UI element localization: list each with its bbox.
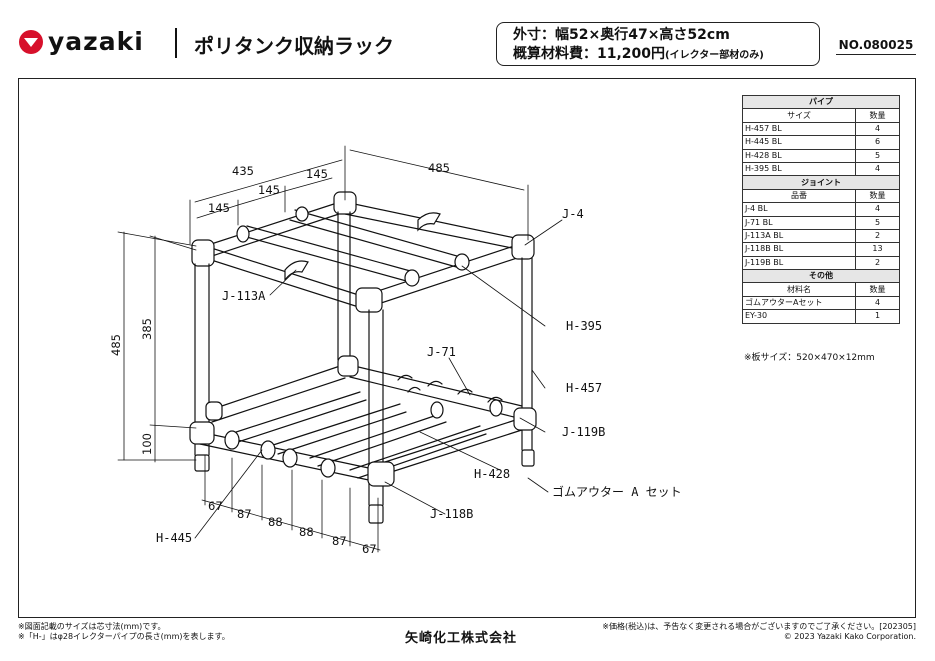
footer-notes: ※図面記載のサイズは芯寸法(mm)です。 ※「H-」はφ28イレクターパイプの長… (18, 622, 230, 642)
dim-485-top: 485 (428, 161, 450, 175)
spec-cost-line: 概算材料費：11,200円(イレクター部材のみ) (513, 45, 819, 65)
label-j71: J-71 (427, 345, 456, 359)
dim-bottom-6: 67 (362, 542, 377, 556)
label-h428: H-428 (474, 467, 510, 481)
footer-note-1: ※図面記載のサイズは芯寸法(mm)です。 (18, 622, 166, 631)
brand-name: yazaki (48, 27, 144, 56)
section-header-other: その他 (742, 269, 900, 284)
header-divider (175, 28, 177, 58)
page-title: ポリタンク収納ラック (194, 34, 394, 58)
section-header-pipe: パイプ (742, 94, 900, 110)
company-name: 矢崎化工株式会社 (405, 631, 518, 646)
dim-145-c: 145 (306, 167, 328, 181)
label-j119b: J-119B (562, 425, 605, 439)
label-h395: H-395 (566, 319, 602, 333)
dim-height-485: 485 (109, 334, 123, 356)
drawing-frame (18, 78, 916, 618)
dim-435: 435 (232, 164, 254, 178)
yazaki-logo-icon (19, 29, 43, 54)
spec-cost: 概算材料費：11,200円 (513, 46, 666, 62)
spec-box: 外寸：幅52×奥行47×高さ52cm 概算材料費：11,200円(イレクター部材… (496, 22, 820, 66)
dim-bottom-5: 87 (332, 534, 347, 548)
dim-bottom-1: 67 (208, 499, 223, 513)
dim-145-b: 145 (258, 183, 280, 197)
dim-bottom-4: 88 (299, 525, 314, 539)
document-number: NO.080025 (836, 38, 916, 55)
column-header: サイズ数量 (742, 108, 900, 123)
dim-height-100: 100 (140, 433, 154, 455)
bottom-dimensions: 67 87 88 88 87 67 (208, 499, 377, 556)
column-header: 品番数量 (742, 188, 900, 204)
spec-size: 外寸：幅52×奥行47×高さ52cm (513, 27, 730, 43)
dim-height-385: 385 (140, 318, 154, 340)
label-j118b: J-118B (430, 507, 473, 521)
section-header-joint: ジョイント (742, 175, 900, 190)
dim-145-a: 145 (208, 201, 230, 215)
price-note: ※価格(税込)は、予告なく変更される場合がございますのでご了承ください。[202… (602, 622, 916, 631)
board-size-note: ※板サイズ：520×470×12mm (744, 353, 875, 363)
label-h445: H-445 (156, 531, 192, 545)
label-rubber-outer: ゴムアウター A セット (552, 484, 682, 499)
label-j4: J-4 (562, 207, 584, 221)
copyright: © 2023 Yazaki Kako Corporation. (783, 632, 916, 641)
label-j113a: J-113A (222, 289, 266, 303)
brand-logo: yazaki (18, 27, 144, 56)
dim-bottom-3: 88 (268, 515, 283, 529)
column-header: 材料名数量 (742, 282, 900, 297)
footer-note-2: ※「H-」はφ28イレクターパイプの長さ(mm)を表します。 (18, 632, 230, 641)
footer-right: ※価格(税込)は、予告なく変更される場合がございますのでご了承ください。[202… (602, 622, 916, 642)
spec-cost-note: (イレクター部材のみ) (665, 50, 764, 61)
dim-bottom-2: 87 (237, 507, 252, 521)
label-h457: H-457 (566, 381, 602, 395)
